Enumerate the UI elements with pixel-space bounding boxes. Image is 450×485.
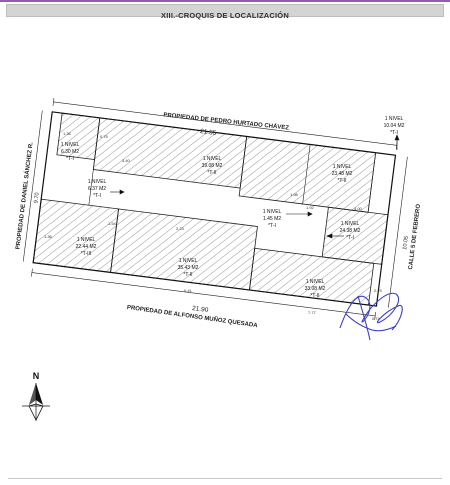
lot-plan xyxy=(22,97,408,320)
arrow-head-icon xyxy=(119,189,125,195)
svg-text:1 NIVEL: 1 NIVEL xyxy=(263,209,282,215)
svg-text:*T-I: *T-I xyxy=(346,235,354,241)
arrow-head-icon xyxy=(326,233,333,239)
footer-divider xyxy=(8,478,442,479)
svg-text:1 NIVEL: 1 NIVEL xyxy=(333,164,352,170)
area-label: 1 NIVEL 10.04 M2 *T-I xyxy=(384,116,405,136)
svg-text:1 NIVEL: 1 NIVEL xyxy=(203,156,222,162)
svg-text:35.43 M2: 35.43 M2 xyxy=(178,265,199,271)
compass-label: N xyxy=(33,371,40,381)
svg-text:*T-I: *T-I xyxy=(268,223,276,229)
small-dimensions: 1.36 0.75 3.40 1.98 1.92 2.23 1.54 1.36 … xyxy=(44,131,383,321)
dim-small: 1.36 xyxy=(44,234,53,239)
svg-text:*T-II: *T-II xyxy=(337,178,346,184)
north-compass-icon: N xyxy=(22,371,50,421)
arrow-head-icon xyxy=(307,211,313,217)
dim-west-total: 9.70 xyxy=(33,192,40,203)
svg-text:6.30 M2: 6.30 M2 xyxy=(61,149,79,155)
dim-small: 1.98 xyxy=(290,192,299,197)
signature xyxy=(339,292,403,341)
area-label: 1 NIVEL 23.48 M2 *T-II xyxy=(332,164,353,184)
svg-text:*T-I: *T-I xyxy=(66,156,74,162)
area-label: 1 NIVEL 35.43 M2 *T-II xyxy=(178,258,199,278)
svg-text:22.44 M2: 22.44 M2 xyxy=(76,244,97,250)
svg-text:1 NIVEL: 1 NIVEL xyxy=(88,179,107,185)
svg-text:*T-III: *T-III xyxy=(81,251,92,257)
dim-north-total: 21.55 xyxy=(200,128,217,137)
section-header: XIII.-CROQUIS DE LOCALIZACIÓN xyxy=(6,4,444,20)
area-block-3 xyxy=(238,135,377,213)
svg-text:23.48 M2: 23.48 M2 xyxy=(332,171,353,177)
dim-small: 7.77 xyxy=(308,310,317,315)
svg-text:1.45 M2: 1.45 M2 xyxy=(263,216,281,222)
svg-text:*T-II: *T-II xyxy=(183,272,192,278)
leader-arrows xyxy=(110,134,400,239)
lot-boundary xyxy=(32,111,397,307)
svg-text:6.37 M2: 6.37 M2 xyxy=(88,186,106,192)
area-labels: 1 NIVEL 6.30 M2 *T-I 1 NIVEL 39.08 M2 *T… xyxy=(61,116,405,299)
label-neighbor-east: CALLE 5 DE FEBRERO xyxy=(408,203,422,270)
svg-text:1 NIVEL: 1 NIVEL xyxy=(306,279,325,285)
dim-small: 0.75 xyxy=(100,134,109,139)
area-label: 1 NIVEL 22.44 M2 *T-III xyxy=(76,237,97,257)
section-title: XIII.-CROQUIS DE LOCALIZACIÓN xyxy=(161,11,289,20)
dim-small: 2.23 xyxy=(374,288,383,293)
svg-text:*T-II: *T-II xyxy=(310,293,319,299)
svg-text:10.04 M2: 10.04 M2 xyxy=(384,123,405,129)
dim-small: 0.41 xyxy=(184,288,193,293)
area-label: 1 NIVEL 24.38 M2 *T-I xyxy=(340,221,361,241)
svg-text:*T-I: *T-I xyxy=(390,130,398,136)
area-label: 1 NIVEL 1.45 M2 *T-I xyxy=(263,209,282,229)
dim-south-total: 21.90 xyxy=(192,305,209,314)
dim-east-total: 10.05 xyxy=(402,236,410,250)
svg-text:1 NIVEL: 1 NIVEL xyxy=(385,116,404,122)
area-label: 1 NIVEL 39.08 M2 *T-II xyxy=(202,156,223,176)
svg-text:1 NIVEL: 1 NIVEL xyxy=(179,258,198,264)
svg-text:24.38 M2: 24.38 M2 xyxy=(340,228,361,234)
area-block-2 xyxy=(92,117,248,189)
svg-text:39.08 M2: 39.08 M2 xyxy=(202,163,223,169)
dim-small: 0.74 xyxy=(372,316,381,321)
svg-text:1 NIVEL: 1 NIVEL xyxy=(61,142,80,148)
area-label: 1 NIVEL 6.37 M2 *T-I xyxy=(88,179,107,199)
svg-text:33.08 M2: 33.08 M2 xyxy=(305,286,326,292)
dim-small: 3.40 xyxy=(122,158,131,163)
svg-text:*T-II: *T-II xyxy=(207,170,216,176)
svg-text:1 NIVEL: 1 NIVEL xyxy=(341,221,360,227)
dim-small: 1.36 xyxy=(63,131,72,136)
area-label: 1 NIVEL 33.08 M2 *T-II xyxy=(305,279,326,299)
arrow-head-icon xyxy=(394,134,400,141)
dim-small: 1.92 xyxy=(306,205,315,210)
top-accent-bar xyxy=(0,0,450,2)
dim-small: 4.00 xyxy=(354,206,363,211)
svg-text:*T-I: *T-I xyxy=(93,193,101,199)
svg-text:1 NIVEL: 1 NIVEL xyxy=(77,237,96,243)
dim-small: 1.54 xyxy=(108,221,117,226)
dim-small: 2.23 xyxy=(176,226,185,231)
area-label: 1 NIVEL 6.30 M2 *T-I xyxy=(61,142,80,162)
